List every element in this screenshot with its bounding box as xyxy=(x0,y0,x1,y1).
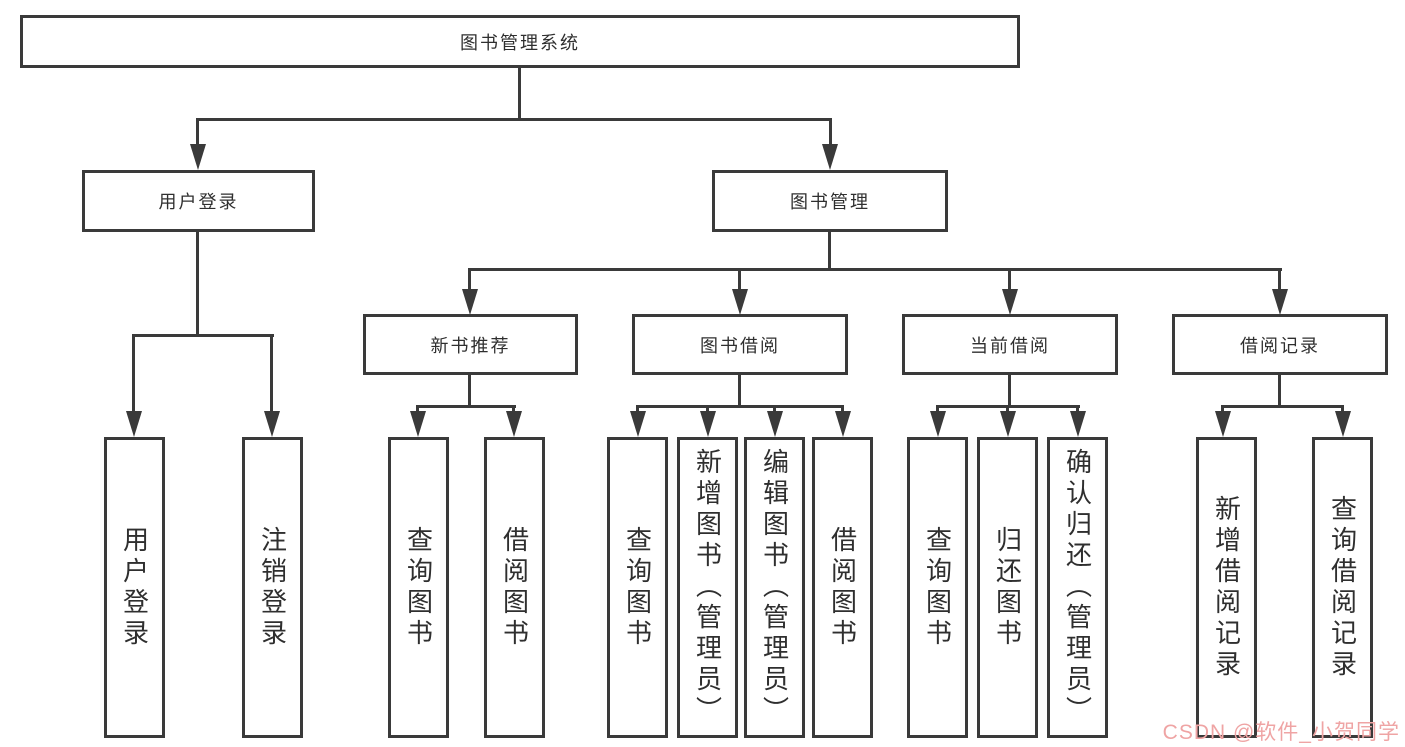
connector-stem xyxy=(636,405,639,414)
connector-stem xyxy=(270,334,273,414)
connector-stem xyxy=(773,405,776,414)
connector-stem xyxy=(936,405,939,414)
connector-vline xyxy=(196,232,199,336)
connector-stem xyxy=(1008,268,1011,292)
connector-hline xyxy=(132,334,274,337)
arrow-down-icon xyxy=(462,289,478,315)
leaf-add-book-admin: 新增图书（管理员） xyxy=(677,437,738,738)
arrow-down-icon xyxy=(700,411,716,437)
arrow-down-icon xyxy=(1002,289,1018,315)
arrow-down-icon xyxy=(126,411,142,437)
connector-stem xyxy=(416,405,419,414)
node-current-borrow: 当前借阅 xyxy=(902,314,1118,375)
connector-hline xyxy=(636,405,844,408)
leaf-query-book-1: 查询图书 xyxy=(388,437,449,738)
node-book-borrow: 图书借阅 xyxy=(632,314,848,375)
leaf-logout: 注销登录 xyxy=(242,437,303,738)
arrow-down-icon xyxy=(1335,411,1351,437)
connector-stem xyxy=(468,268,471,292)
leaf-user-login: 用户登录 xyxy=(104,437,165,738)
connector-stem xyxy=(829,118,832,148)
arrow-down-icon xyxy=(1000,411,1016,437)
leaf-confirm-return-admin: 确认归还（管理员） xyxy=(1047,437,1108,738)
connector-stem xyxy=(841,405,844,414)
connector-stem xyxy=(1006,405,1009,414)
connector-hline xyxy=(196,118,832,121)
arrow-down-icon xyxy=(1272,289,1288,315)
connector-hline xyxy=(416,405,516,408)
node-new-book-recommend: 新书推荐 xyxy=(363,314,578,375)
leaf-edit-book-admin: 编辑图书（管理员） xyxy=(744,437,805,738)
node-user-login: 用户登录 xyxy=(82,170,315,232)
arrow-down-icon xyxy=(835,411,851,437)
csdn-watermark: CSDN @软件_小贺同学 xyxy=(1162,721,1400,744)
connector-stem xyxy=(706,405,709,414)
arrow-down-icon xyxy=(767,411,783,437)
connector-vline xyxy=(828,232,831,270)
arrow-down-icon xyxy=(630,411,646,437)
arrow-down-icon xyxy=(1215,411,1231,437)
connector-hline xyxy=(468,268,1282,271)
connector-stem xyxy=(1278,268,1281,292)
connector-stem xyxy=(196,118,199,148)
arrow-down-icon xyxy=(264,411,280,437)
arrow-down-icon xyxy=(190,144,206,170)
leaf-add-borrow-record: 新增借阅记录 xyxy=(1196,437,1257,738)
connector-hline xyxy=(1221,405,1344,408)
leaf-borrow-book-1: 借阅图书 xyxy=(484,437,545,738)
connector-vline xyxy=(518,66,521,120)
arrow-down-icon xyxy=(732,289,748,315)
connector-vline xyxy=(738,375,741,407)
arrow-down-icon xyxy=(1070,411,1086,437)
leaf-query-book-2: 查询图书 xyxy=(607,437,668,738)
node-borrow-record: 借阅记录 xyxy=(1172,314,1388,375)
connector-vline xyxy=(468,375,471,407)
leaf-borrow-book-2: 借阅图书 xyxy=(812,437,873,738)
arrow-down-icon xyxy=(930,411,946,437)
arrow-down-icon xyxy=(410,411,426,437)
connector-stem xyxy=(512,405,515,414)
connector-vline xyxy=(1008,375,1011,407)
connector-stem xyxy=(1341,405,1344,414)
node-book-management: 图书管理 xyxy=(712,170,948,232)
leaf-return-book: 归还图书 xyxy=(977,437,1038,738)
connector-stem xyxy=(132,334,135,414)
connector-vline xyxy=(1278,375,1281,407)
connector-stem xyxy=(738,268,741,292)
arrow-down-icon xyxy=(506,411,522,437)
connector-stem xyxy=(1221,405,1224,414)
node-root: 图书管理系统 xyxy=(20,15,1020,68)
leaf-query-borrow-record: 查询借阅记录 xyxy=(1312,437,1373,738)
arrow-down-icon xyxy=(822,144,838,170)
connector-stem xyxy=(1076,405,1079,414)
leaf-query-book-3: 查询图书 xyxy=(907,437,968,738)
